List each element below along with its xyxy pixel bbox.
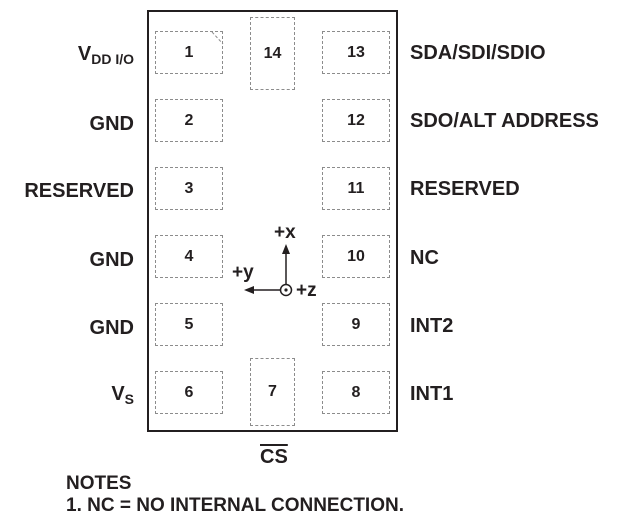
- pin-pad-2: 2: [155, 99, 223, 142]
- pin-label-10: NC: [410, 247, 439, 269]
- pin-label-8: INT1: [410, 383, 454, 405]
- pin-number: 2: [184, 111, 194, 129]
- y-axis-label: +y: [232, 262, 254, 283]
- pin-pad-12: 12: [322, 99, 390, 142]
- chip-body: [147, 10, 398, 432]
- x-axis-label: +x: [274, 222, 296, 243]
- pin-label-4: GND: [89, 249, 134, 271]
- notes-line-1: 1. NC = NO INTERNAL CONNECTION.: [66, 495, 404, 516]
- pin-label-6: VS: [111, 383, 134, 407]
- pin-pad-3: 3: [155, 167, 223, 210]
- pin-label-2: GND: [89, 113, 134, 135]
- pin-number: 9: [351, 315, 361, 333]
- pin-number: 11: [347, 179, 365, 197]
- pin-number: 8: [351, 383, 361, 401]
- pin-number: 12: [347, 111, 365, 129]
- pin-label-12: SDO/ALT ADDRESS: [410, 110, 599, 132]
- pin-number: 6: [184, 383, 194, 401]
- pin-pad-11: 11: [322, 167, 390, 210]
- pin-number: 3: [184, 179, 194, 197]
- notes-block: NOTES 1. NC = NO INTERNAL CONNECTION.: [66, 473, 404, 517]
- pin1-corner-marker: [211, 32, 224, 45]
- y-axis-arrowhead: [244, 286, 254, 294]
- pin-number: 4: [184, 247, 194, 265]
- pin-pad-10: 10: [322, 235, 390, 278]
- pin-label-11: RESERVED: [410, 178, 520, 200]
- pin-pad-6: 6: [155, 371, 223, 414]
- pin-number: 5: [184, 315, 194, 333]
- notes-title: NOTES: [66, 473, 132, 494]
- pin-label-1: VDD I/O: [77, 43, 134, 67]
- pin-pad-9: 9: [322, 303, 390, 346]
- pin-label-7: CS: [260, 446, 288, 468]
- pin-number: 1: [184, 43, 194, 61]
- pin-pad-7: 7: [250, 358, 295, 426]
- x-axis-arrowhead: [282, 244, 290, 254]
- pin-pad-5: 5: [155, 303, 223, 346]
- pin-pad-1: 1: [155, 31, 224, 74]
- pin-pad-13: 13: [322, 31, 390, 74]
- pin-number: 7: [268, 383, 277, 400]
- pin-label-13: SDA/SDI/SDIO: [410, 42, 546, 64]
- pin-pad-4: 4: [155, 235, 223, 278]
- pin-number: 14: [263, 44, 282, 62]
- pin-pad-8: 8: [322, 371, 390, 414]
- pin-label-3: RESERVED: [24, 180, 134, 202]
- z-axis-label: +z: [296, 280, 317, 301]
- pin-pad-14: 14: [250, 17, 295, 90]
- z-axis-dot: [284, 288, 288, 292]
- pin-label-5: GND: [89, 317, 134, 339]
- pin-label-9: INT2: [410, 315, 454, 337]
- pin-number: 13: [347, 43, 365, 61]
- pin-number: 10: [347, 247, 365, 265]
